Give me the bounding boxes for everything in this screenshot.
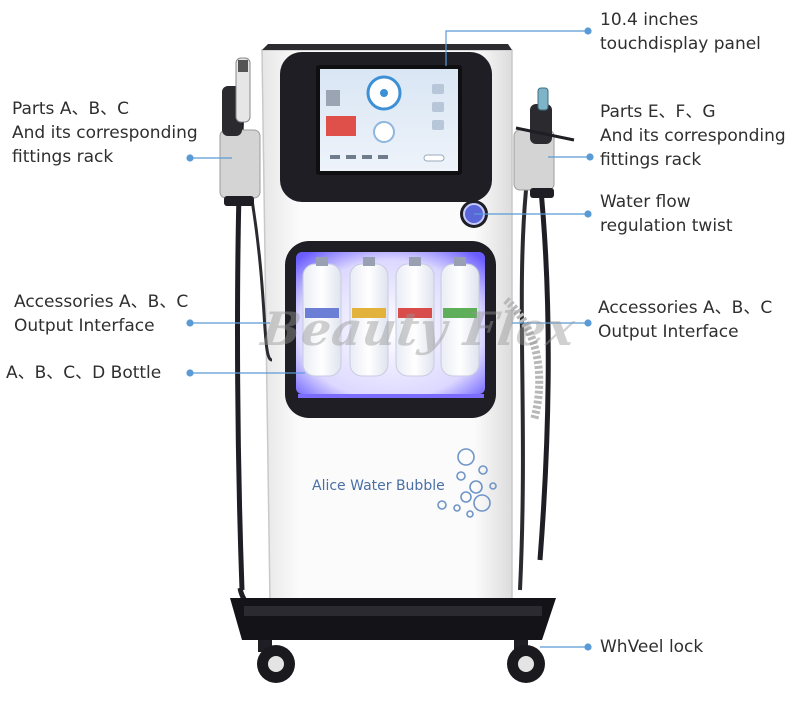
wheel-right: [507, 640, 545, 683]
leader-lines: [186, 27, 594, 651]
callout-line: Parts E、F、G: [600, 102, 716, 122]
callout-line: regulation twist: [600, 216, 733, 236]
callout-water-flow: Water flow regulation twist: [600, 190, 733, 238]
callout-line: fittings rack: [600, 150, 702, 170]
callout-parts-efg: Parts E、F、G And its corresponding fittin…: [600, 100, 786, 172]
callout-accessories-left: Accessories A、B、C Output Interface: [14, 290, 188, 338]
wheel-left: [257, 640, 295, 683]
callout-line: And its corresponding: [600, 126, 786, 146]
callout-line: A、B、C、D Bottle: [6, 363, 162, 383]
callout-wheel-lock: WhVeel lock: [600, 635, 703, 659]
brand-text: Alice Water Bubble: [312, 478, 445, 494]
callout-line: Water flow: [600, 192, 691, 212]
left-handpiece-rack: [219, 57, 273, 610]
right-handpiece-rack: [503, 87, 575, 591]
callout-accessories-right: Accessories A、B、C Output Interface: [598, 296, 772, 344]
callout-line: Accessories A、B、C: [598, 298, 773, 318]
callout-line: fittings rack: [12, 147, 114, 167]
callout-line: WhVeel lock: [600, 637, 704, 657]
callout-line: And its corresponding: [12, 123, 198, 143]
callout-line: Output Interface: [598, 322, 739, 342]
callout-touch-panel: 10.4 inches touchdisplay panel: [600, 8, 761, 56]
callout-line: touchdisplay panel: [600, 34, 761, 54]
callout-line: 10.4 inches: [600, 10, 699, 30]
display-frame: [280, 52, 492, 202]
callout-line: Accessories A、B、C: [14, 292, 189, 312]
bottle-window: [285, 241, 496, 418]
callout-line: Output Interface: [14, 316, 155, 336]
callout-parts-abc: Parts A、B、C And its corresponding fittin…: [12, 97, 198, 169]
callout-line: Parts A、B、C: [12, 99, 129, 119]
watermark-text: Beauty Flex: [258, 302, 580, 356]
callout-bottles: A、B、C、D Bottle: [6, 361, 161, 385]
machine-base: [230, 598, 556, 640]
bubbles-decoration: [437, 448, 497, 518]
